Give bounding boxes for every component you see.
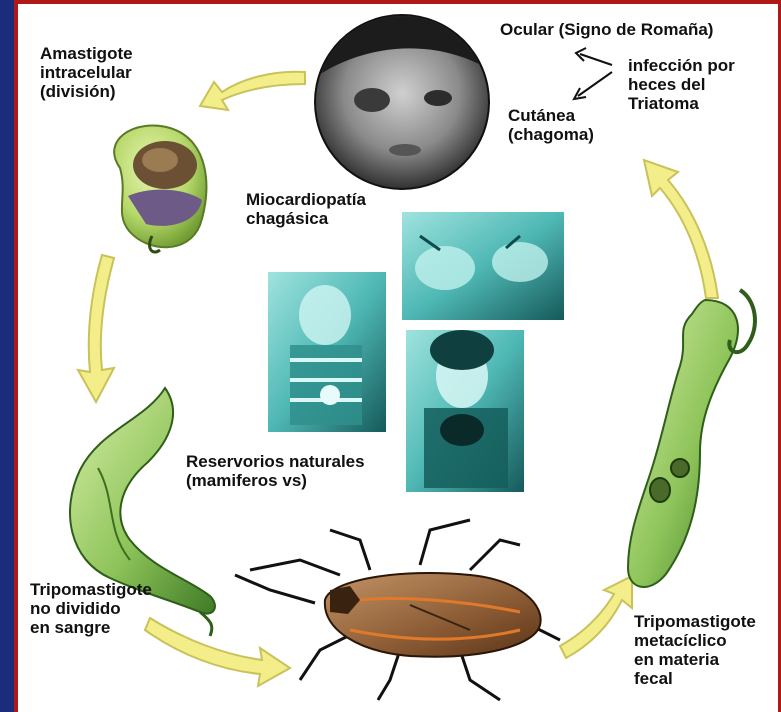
arrow-to-amastigote — [200, 72, 305, 110]
amastigote-cell-illustration — [114, 126, 206, 252]
cutanea-label: Cutánea (chagoma) — [508, 106, 594, 144]
arrow-to-bug — [145, 618, 290, 686]
girl-with-animal-photo — [406, 330, 524, 492]
arrow-bug-to-metacyclic — [560, 576, 632, 658]
tripomastigote-metaciclico-label: Tripomastigote metacíclico en materia fe… — [634, 612, 756, 688]
reservorios-label: Reservorios naturales (mamiferos vs) — [186, 452, 365, 490]
amastigote-label: Amastigote intracelular (división) — [40, 44, 133, 101]
infection-pointer-arrows — [574, 48, 612, 99]
tripomastigote-sangre-label: Tripomastigote no dividido en sangre — [30, 580, 152, 637]
child-face-photo — [314, 14, 490, 190]
boy-with-animal-photo — [268, 272, 386, 432]
arrow-amastigote-down — [78, 255, 114, 402]
ocular-label: Ocular (Signo de Romaña) — [500, 20, 713, 39]
triatoma-bug-illustration — [235, 520, 560, 700]
animals-photo — [402, 212, 564, 320]
infeccion-label: infección por heces del Triatoma — [628, 56, 735, 113]
miocardiopatia-label: Miocardiopatía chagásica — [246, 190, 366, 228]
trypomastigote-metacyclic-illustration — [628, 290, 755, 587]
arrow-metacyclic-up — [644, 160, 718, 298]
